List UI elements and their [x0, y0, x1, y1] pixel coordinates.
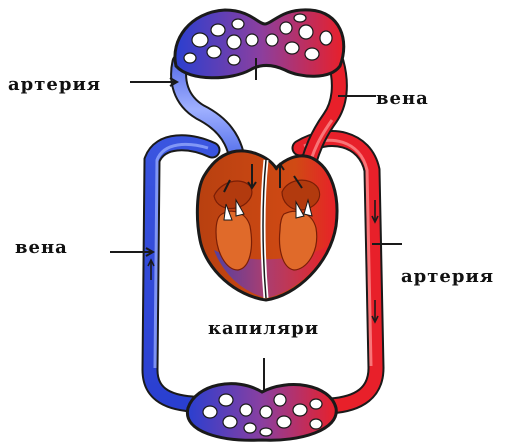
label-mid-right-artery: артерия [401, 266, 494, 287]
pulmonary-capillary-bed [175, 10, 344, 78]
label-top-right-vein: вена [376, 88, 429, 109]
label-top-left-artery: артерия [8, 74, 101, 95]
systemic-capillary-bed [187, 384, 336, 441]
label-capillaries: капиляри [208, 318, 319, 339]
label-mid-left-vein: вена [15, 237, 68, 258]
heart [197, 151, 337, 300]
